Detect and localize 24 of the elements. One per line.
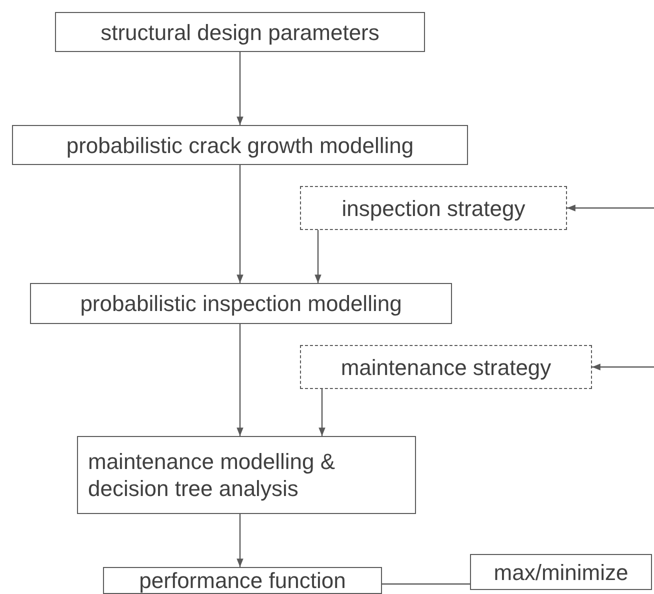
arrow — [318, 389, 326, 436]
node-label: maintenance strategy — [340, 354, 552, 380]
process-box — [470, 554, 652, 590]
arrow — [314, 230, 322, 283]
node-label: probabilistic inspection modelling — [80, 290, 402, 317]
arrow — [592, 364, 654, 370]
process-box — [12, 125, 468, 165]
node-label: probabilistic crack growth modelling — [66, 132, 414, 158]
node-label: inspection strategy — [342, 194, 526, 222]
node-label: maintenance modelling & decision tree analysis — [88, 448, 336, 502]
arrow — [236, 52, 244, 125]
node-label: structural design parameters — [100, 18, 380, 46]
arrow — [236, 514, 244, 567]
dashed-process-box — [300, 345, 592, 389]
process-box — [30, 283, 452, 324]
arrow — [567, 204, 654, 212]
process-box — [77, 436, 416, 514]
arrow — [236, 324, 244, 436]
node-label: performance function — [139, 567, 346, 594]
arrow — [236, 165, 244, 283]
process-box — [103, 567, 382, 594]
dashed-process-box — [300, 186, 567, 230]
node-label: max/minimize — [494, 558, 628, 586]
process-box — [55, 12, 425, 52]
